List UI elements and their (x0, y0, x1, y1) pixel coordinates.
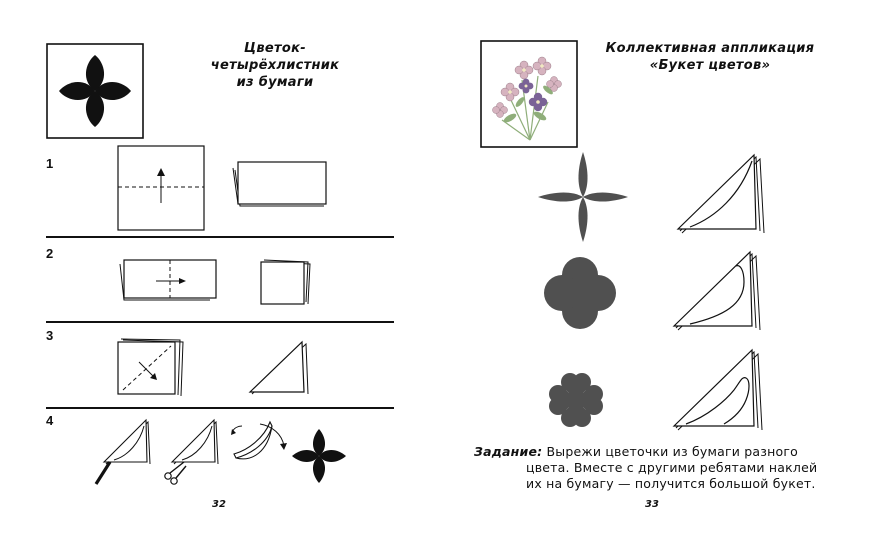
template-triangle-1 (676, 153, 765, 234)
step-number-1: 1 (46, 156, 54, 171)
task-text: Задание: Вырежи цветочки из бумаги разно… (474, 444, 844, 492)
step4-scissors-cutting (164, 418, 219, 485)
step-divider-3 (46, 407, 394, 409)
step3-square-diagonal (117, 338, 184, 397)
step2-folded-rectangle (119, 259, 217, 301)
heart-flower-shape (549, 373, 603, 427)
step1-square-sheet (117, 145, 205, 231)
right-title-line1: Коллективная аппликация (605, 41, 815, 56)
template-triangle-3 (672, 348, 763, 431)
step4-pencil-drawing (94, 418, 151, 485)
right-page-title: Коллективная аппликация «Букет цветов» (600, 40, 820, 74)
step2-folded-square (260, 259, 311, 305)
task-line-1: Вырежи цветочки из бумаги разного (546, 444, 798, 459)
task-label: Задание: (474, 444, 543, 459)
task-line-3: их на бумагу — получится большой букет. (526, 476, 816, 491)
step4-result-flower (292, 429, 346, 483)
step-number-2: 2 (46, 246, 54, 261)
pencil-icon (94, 461, 112, 485)
step-number-3: 3 (46, 328, 54, 343)
right-title-line2: «Букет цветов» (649, 58, 771, 73)
four-leaf-flower-frame (46, 43, 144, 139)
rounded-flower-shape (544, 257, 616, 329)
pointed-flower-shape (538, 152, 628, 242)
curved-arrow-icon (259, 423, 285, 447)
left-title-line2: из бумаги (236, 75, 314, 90)
task-line-2: цвета. Вместе с другими ребятами наклей (526, 460, 818, 475)
four-leaf-flower-icon (59, 55, 131, 127)
bouquet-illustration (480, 40, 578, 148)
step4-petal-unfold (231, 420, 287, 460)
step-number-4: 4 (46, 413, 54, 428)
step-divider-1 (46, 236, 394, 238)
step3-triangle (248, 340, 309, 395)
step1-folded-rectangle (232, 161, 327, 207)
step-divider-2 (46, 321, 394, 323)
four-leaf-result-icon (292, 429, 346, 483)
right-page-number: 33 (645, 499, 659, 510)
template-triangle-2 (672, 250, 761, 331)
left-page-title: Цветок-четырёхлистник из бумаги (180, 40, 370, 91)
left-title-line1: Цветок-четырёхлистник (210, 41, 340, 73)
left-page-number: 32 (212, 499, 226, 510)
scissors-icon (164, 461, 187, 485)
